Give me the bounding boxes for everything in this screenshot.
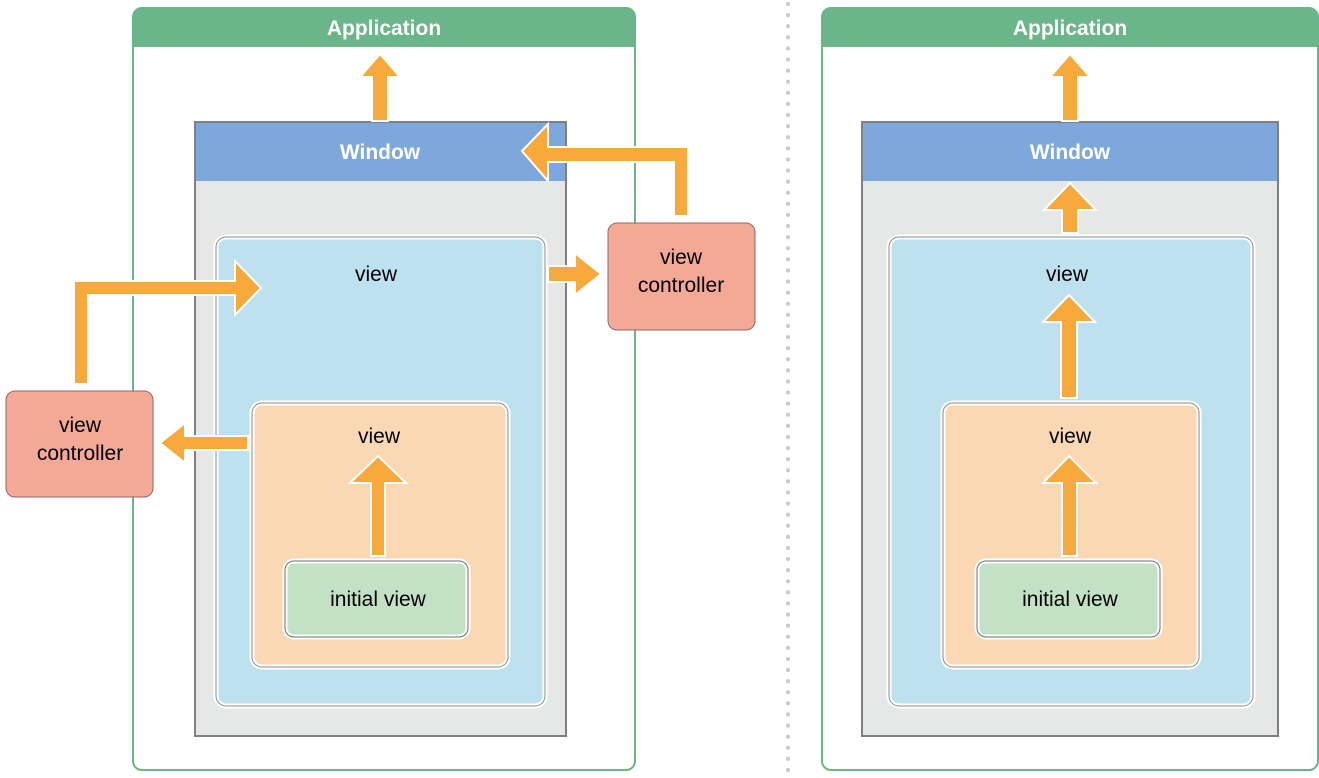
left-view-controller-right-label-2: controller: [638, 274, 724, 297]
left-view-controller-left-label-2: controller: [37, 442, 123, 465]
right-application-label: Application: [1013, 17, 1127, 40]
arrow-initial-to-inner-view-left: [347, 454, 409, 557]
arrow-vc-to-outer-view-left: [73, 258, 263, 385]
left-application-label: Application: [327, 17, 441, 40]
right-inner-view-label: view: [1049, 425, 1092, 448]
left-outer-view-label: view: [355, 263, 398, 286]
arrow-initial-to-inner-view-right: [1040, 454, 1099, 557]
left-window-header: [196, 123, 565, 181]
right-window-label: Window: [1030, 141, 1111, 164]
right-application-header: [822, 8, 1318, 47]
arrow-window-to-application-right: [1047, 52, 1093, 122]
left-inner-view-label: view: [358, 425, 401, 448]
left-view-controller-left-label-1: view: [59, 414, 102, 437]
arrow-window-to-application-left: [357, 52, 403, 122]
left-view-controller-right: [607, 222, 756, 331]
left-diagram: Application Window view view initial vie…: [5, 7, 756, 771]
right-outer-view-label: view: [1046, 263, 1089, 286]
right-window-header: [863, 123, 1277, 181]
left-view-controller-right-label-1: view: [660, 246, 703, 269]
arrow-vc-to-window: [520, 121, 689, 217]
arrow-outer-view-to-window-right: [1041, 181, 1099, 234]
right-initial-view-label: initial view: [1022, 588, 1119, 611]
arrow-outer-view-to-vc-right: [547, 250, 603, 298]
left-application-header: [133, 8, 635, 47]
left-initial-view-label: initial view: [330, 588, 427, 611]
left-window-label: Window: [340, 141, 421, 164]
arrow-inner-view-to-outer-view-right: [1040, 293, 1098, 399]
arrow-inner-view-to-vc-left: [158, 420, 249, 466]
left-view-controller-left: [5, 390, 154, 498]
right-diagram: Application Window view view initial vie…: [821, 7, 1319, 771]
